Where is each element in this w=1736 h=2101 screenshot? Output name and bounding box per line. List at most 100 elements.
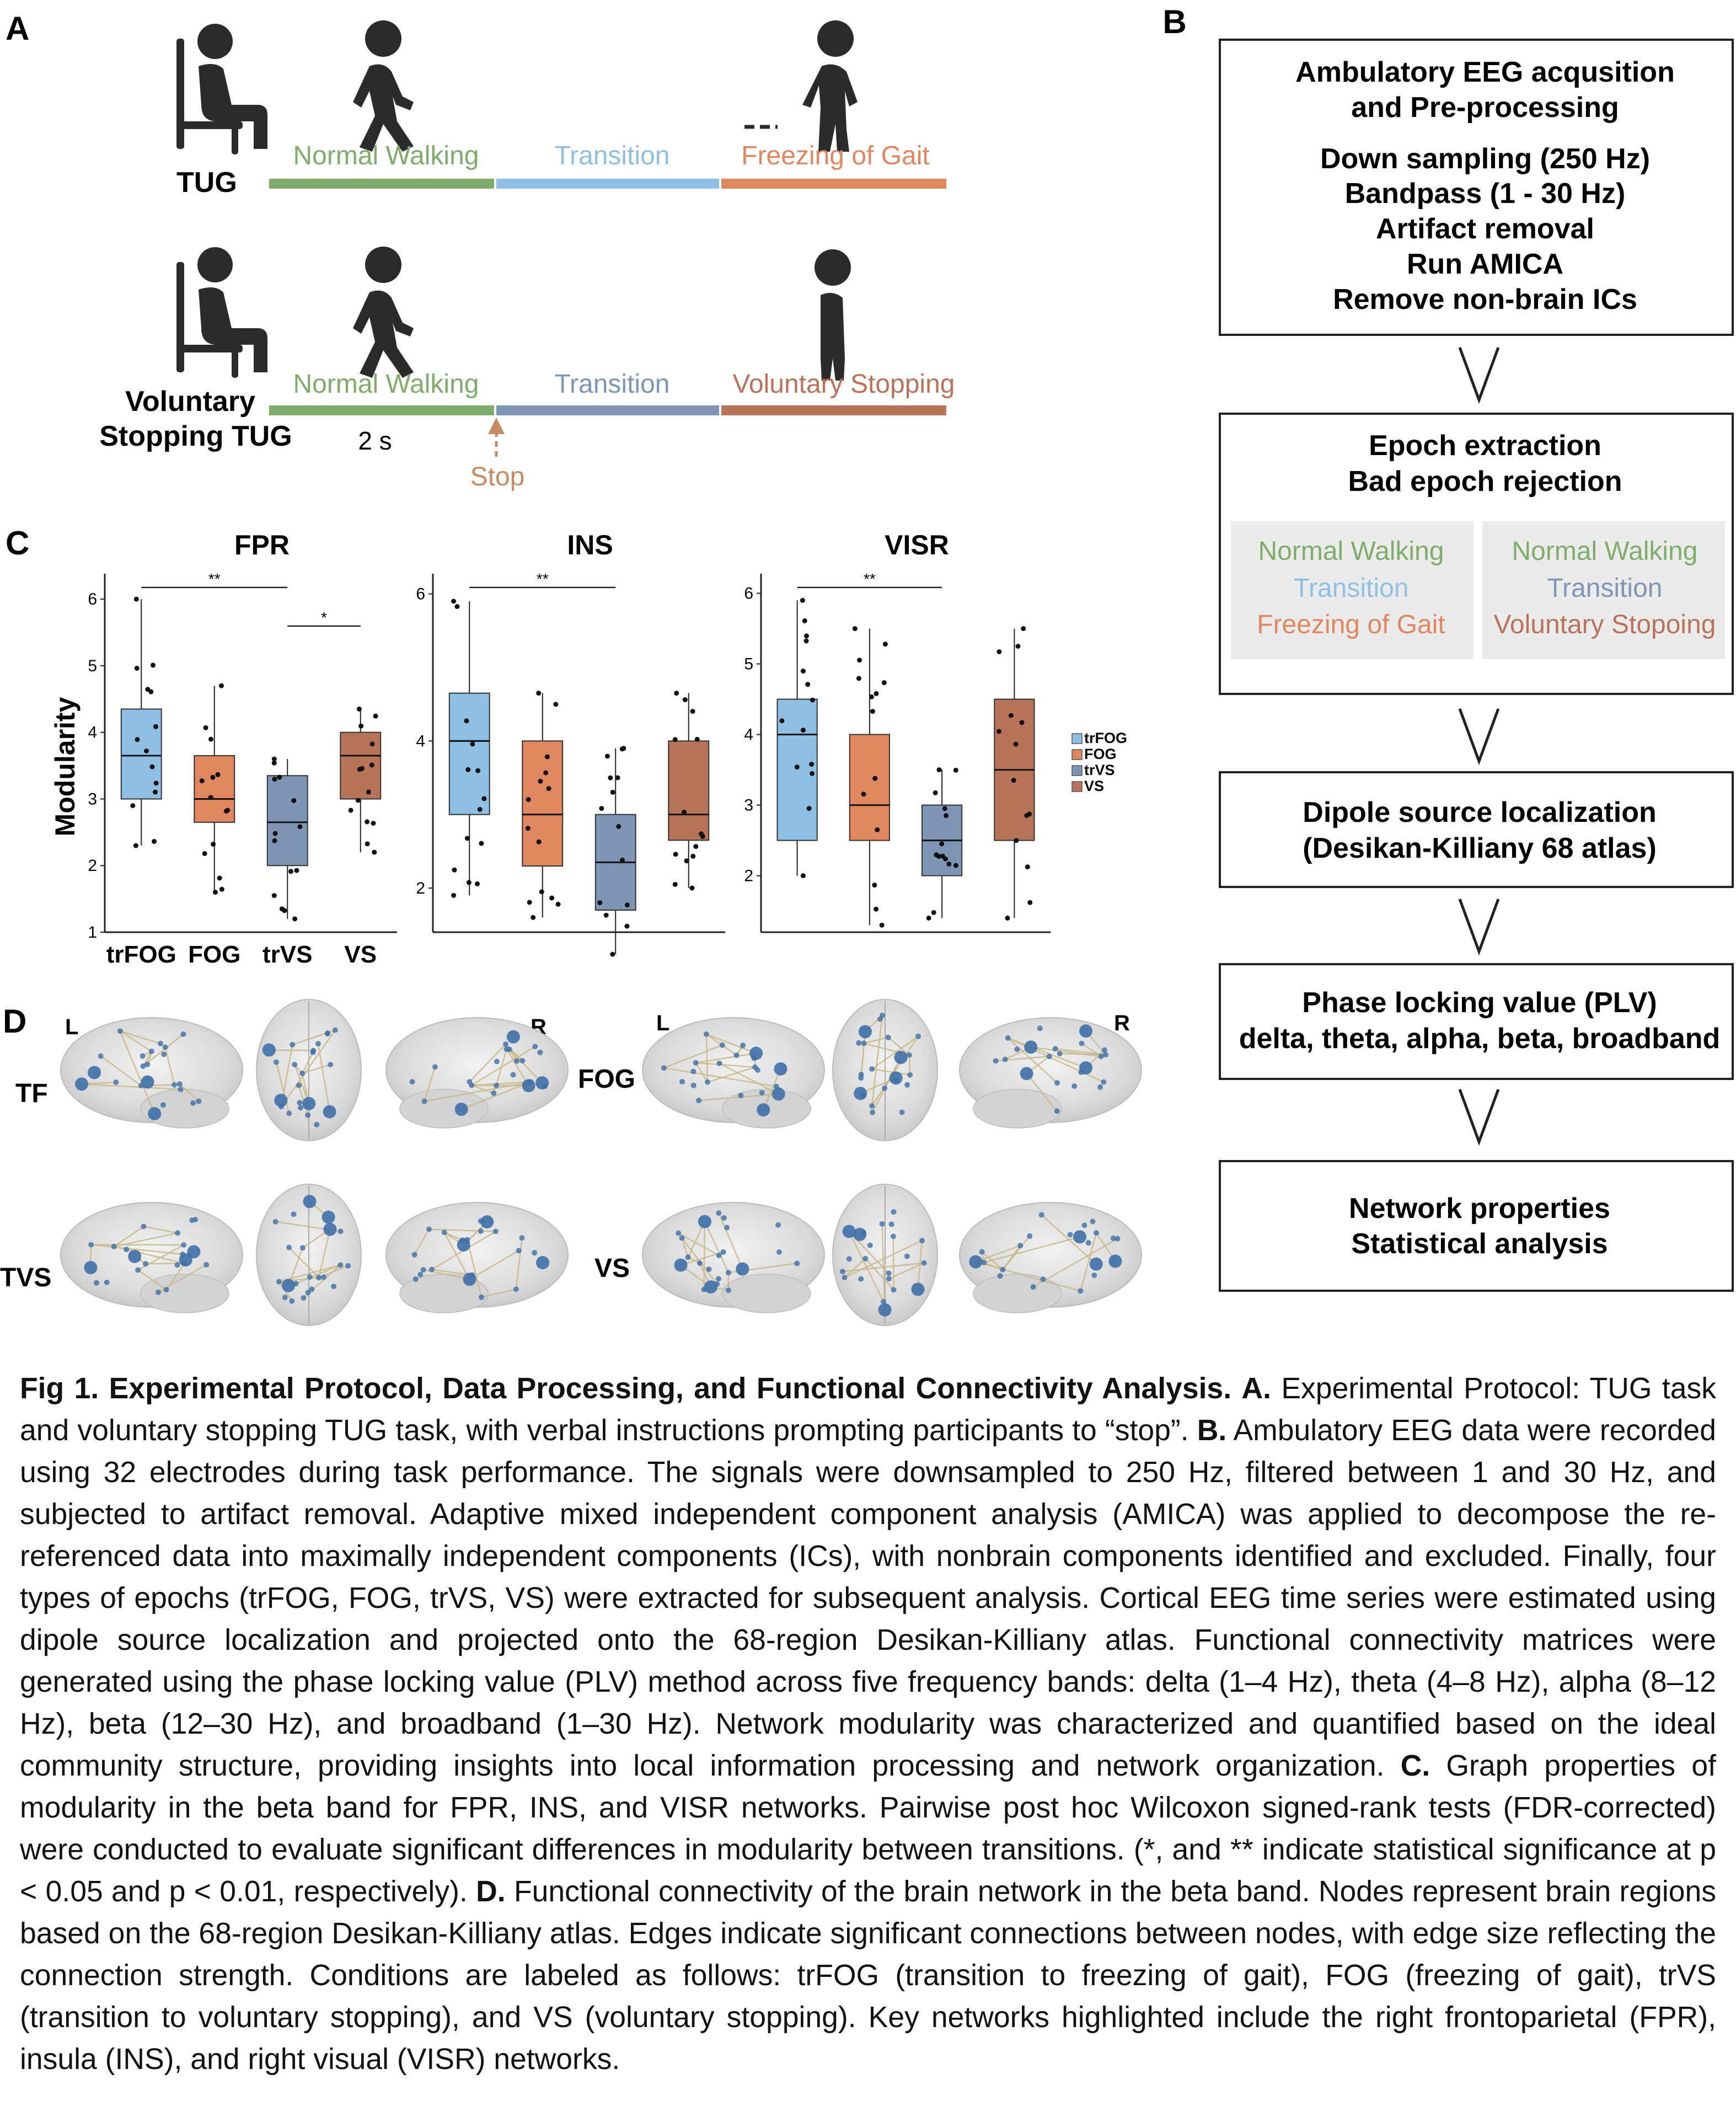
network-node xyxy=(322,1210,335,1224)
data-point xyxy=(464,836,470,841)
network-node xyxy=(899,1109,905,1115)
network-edge xyxy=(1026,1073,1058,1112)
network-node xyxy=(720,1249,726,1255)
condition-tvs: TVS xyxy=(0,1263,51,1292)
data-point xyxy=(202,851,207,856)
condition-fog: FOG xyxy=(578,1065,635,1094)
network-node xyxy=(187,1245,201,1259)
data-point xyxy=(199,778,205,784)
data-point xyxy=(693,844,699,849)
flow-box-plv xyxy=(1219,963,1734,1080)
box-FOG xyxy=(849,626,890,928)
network-node xyxy=(1027,1233,1033,1239)
data-point xyxy=(1021,626,1026,632)
network-node xyxy=(305,1112,311,1118)
network-node xyxy=(1115,1236,1121,1242)
stop-label: Stop xyxy=(470,462,525,491)
network-node xyxy=(1030,1284,1036,1290)
network-node xyxy=(272,1218,278,1225)
panel-d: D L R L R TF FOG TVS VS xyxy=(0,999,1142,1326)
data-point xyxy=(953,863,958,868)
brain-view xyxy=(385,1017,569,1129)
network-node xyxy=(316,1275,322,1281)
data-point xyxy=(672,737,678,742)
data-point xyxy=(148,689,154,694)
network-node xyxy=(94,1280,100,1286)
network-node xyxy=(893,1077,899,1083)
box1-line7: Remove non-brain ICs xyxy=(1333,284,1637,316)
flow-arrow xyxy=(1458,899,1500,956)
data-point xyxy=(143,749,149,754)
network-edge xyxy=(287,1247,304,1286)
network-node xyxy=(891,1287,897,1293)
network-node xyxy=(715,1276,721,1282)
tug-bar-transition xyxy=(496,179,719,189)
flow-box-eeg xyxy=(1219,39,1734,336)
data-point xyxy=(874,906,879,912)
network-edge xyxy=(695,1062,709,1083)
data-point xyxy=(615,775,620,780)
data-point xyxy=(365,819,370,825)
network-edge xyxy=(1007,1037,1058,1084)
network-node xyxy=(128,1249,142,1263)
network-node xyxy=(494,1082,500,1088)
network-node xyxy=(698,1215,711,1228)
network-node xyxy=(337,1262,344,1268)
data-point xyxy=(616,824,621,829)
panel-b-label: B xyxy=(1162,3,1186,40)
network-edge xyxy=(892,1236,894,1290)
data-point xyxy=(673,852,678,857)
data-point xyxy=(525,826,531,831)
network-node xyxy=(888,1221,894,1227)
network-node xyxy=(282,1279,296,1292)
data-point xyxy=(1027,811,1032,817)
y-tick-label: 2 xyxy=(744,867,753,885)
network-node xyxy=(726,1287,732,1293)
network-node xyxy=(428,1266,435,1273)
network-edge xyxy=(114,1232,178,1248)
data-point xyxy=(152,838,157,844)
standing-person-icon xyxy=(815,249,851,381)
legend-vs: VS xyxy=(1084,778,1104,794)
data-point xyxy=(454,604,460,610)
network-edge xyxy=(471,1081,531,1086)
network-node xyxy=(674,1258,688,1272)
network-node xyxy=(309,1286,315,1292)
network-node xyxy=(1081,1222,1087,1228)
network-node xyxy=(289,1298,295,1304)
data-point xyxy=(699,831,704,837)
data-point xyxy=(555,901,561,907)
network-node xyxy=(480,1215,494,1229)
y-tick-label: 4 xyxy=(88,724,97,742)
flow-box-epoch xyxy=(1219,413,1734,695)
data-point xyxy=(610,951,615,957)
network-node xyxy=(478,1228,484,1234)
data-point xyxy=(804,633,810,639)
data-point xyxy=(215,772,221,777)
network-node xyxy=(907,1072,913,1078)
network-node xyxy=(690,1068,696,1074)
data-point xyxy=(674,691,679,696)
network-node xyxy=(491,1090,497,1096)
box2-line1: Epoch extraction xyxy=(1369,430,1601,462)
network-node xyxy=(894,1051,908,1065)
network-node xyxy=(1091,1273,1097,1279)
network-node xyxy=(1005,1035,1011,1041)
caption-a-label: A. xyxy=(1241,1372,1271,1405)
data-point xyxy=(1027,900,1033,905)
network-node xyxy=(292,1061,298,1067)
cerebellum xyxy=(140,1274,229,1313)
network-node xyxy=(494,1058,500,1065)
network-edge xyxy=(1008,1037,1104,1083)
network-edge xyxy=(706,1033,757,1054)
network-node xyxy=(535,1076,549,1090)
data-point xyxy=(134,666,140,671)
data-point xyxy=(372,849,377,855)
data-point xyxy=(1008,713,1014,718)
network-edge xyxy=(888,1262,925,1280)
network-node xyxy=(203,1261,210,1268)
data-point xyxy=(553,702,559,707)
data-point xyxy=(810,771,815,776)
network-edge xyxy=(120,1030,152,1052)
chart-title: VISR xyxy=(885,530,949,560)
